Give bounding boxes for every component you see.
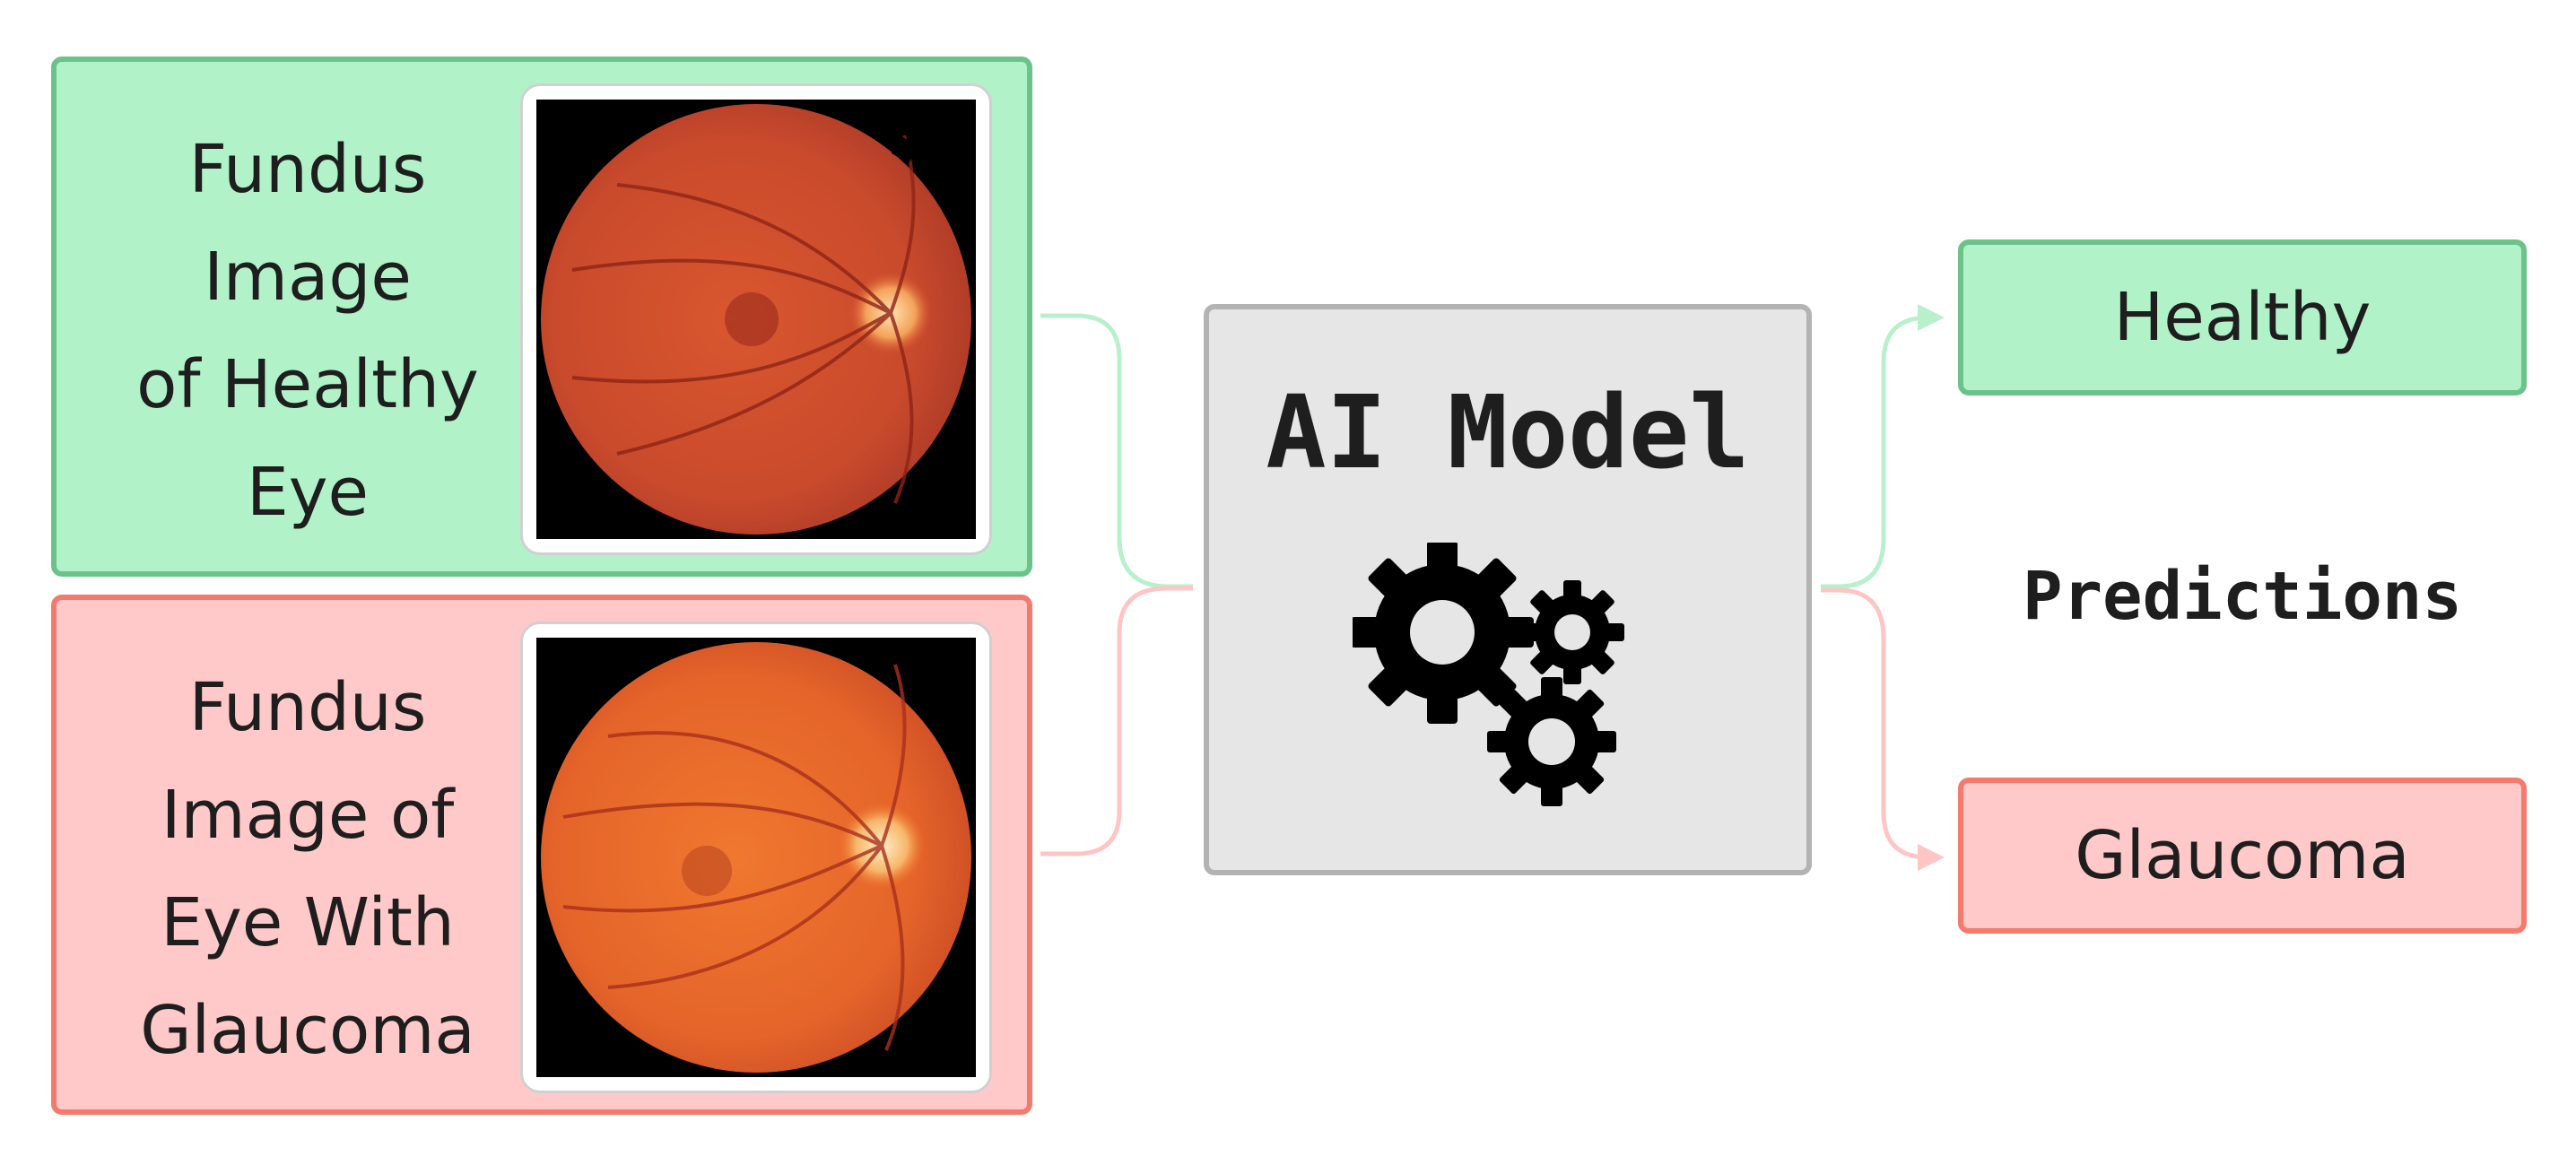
glaucoma-prediction-arrow [1821,587,1945,871]
glaucoma-input-box: Fundus Image of Eye With Glaucoma [51,595,1032,1115]
healthy-input-label: Fundus Image of Healthy Eye [136,131,479,531]
glaucoma-prediction-label: Glaucoma [2075,817,2410,894]
healthy-fundus-image [536,100,976,539]
glaucoma-image-frame [520,622,992,1093]
glaucoma-prediction-box: Glaucoma [1958,778,2527,934]
healthy-prediction-box: Healthy [1958,239,2527,396]
healthy-input-connector [1040,313,1193,589]
healthy-prediction-label: Healthy [2113,279,2371,356]
ai-model-box: AI Model [1204,304,1812,875]
healthy-prediction-arrow [1821,304,1945,589]
glaucoma-input-label: Fundus Image of Eye With Glaucoma [140,669,475,1069]
glaucoma-input-connector [1040,586,1193,856]
gears-icon [1353,543,1624,806]
ai-model-title: AI Model [1266,375,1750,491]
healthy-image-frame [520,83,992,555]
healthy-input-box: Fundus Image of Healthy Eye [51,57,1032,577]
predictions-heading: Predictions [2022,558,2463,635]
glaucoma-fundus-image [536,638,976,1077]
